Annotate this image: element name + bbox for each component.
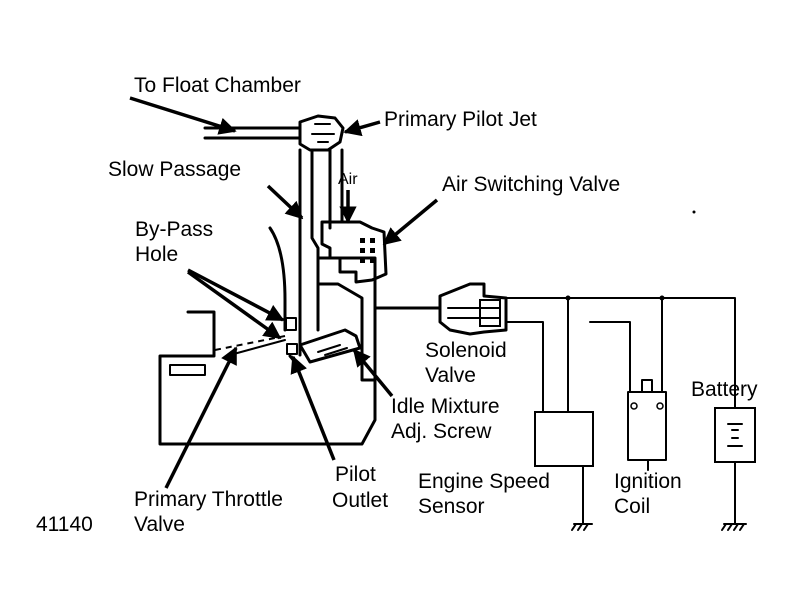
battery-cells xyxy=(727,423,743,447)
solenoid-valve-unit xyxy=(373,282,508,336)
main-wire xyxy=(505,297,736,409)
label-bypass-line2: Hole xyxy=(135,243,178,266)
label-engine-line2: Sensor xyxy=(418,495,485,518)
solenoid-plunger xyxy=(447,307,501,319)
wire-to-sensor xyxy=(505,321,544,413)
labels: To Float Chamber Primary Pilot Jet Slow … xyxy=(36,74,758,536)
air-switching-valve-body xyxy=(320,220,388,284)
fuel-line xyxy=(203,126,302,140)
label-bypass-line1: By-Pass xyxy=(135,218,213,241)
inner-outline xyxy=(169,339,286,376)
air-switching-valve-dots xyxy=(360,238,375,263)
label-throttle-line2: Valve xyxy=(134,513,185,536)
battery-unit xyxy=(692,210,756,531)
wire-to-coil xyxy=(589,321,631,393)
label-ignition-line2: Coil xyxy=(614,495,650,518)
ignition-coil xyxy=(627,379,667,471)
label-pilot-line2: Outlet xyxy=(332,489,388,512)
leader-arrows xyxy=(129,96,439,489)
arrow-float-chamber xyxy=(129,96,237,135)
idle-screw-thread xyxy=(317,344,348,356)
label-slow-passage: Slow Passage xyxy=(108,158,241,181)
ground-symbol xyxy=(571,523,593,531)
junction-dot xyxy=(659,295,665,301)
bypass-hole-port xyxy=(285,317,297,331)
engine-speed-sensor xyxy=(534,411,594,531)
coil-body xyxy=(627,391,667,461)
carburetor-outline xyxy=(158,310,377,446)
venturi-wall-right xyxy=(316,256,377,382)
arrow-throttle-valve xyxy=(164,346,238,489)
coil-top xyxy=(641,379,653,393)
label-idle-line2: Adj. Screw xyxy=(391,420,492,443)
arrow-bypass-2 xyxy=(186,270,282,340)
label-solenoid-line1: Solenoid xyxy=(425,339,507,362)
pilot-jet-detail xyxy=(311,123,335,143)
label-ignition-line1: Ignition xyxy=(614,470,682,493)
arrow-slow-passage xyxy=(266,184,304,220)
wiring xyxy=(505,295,736,413)
pilot-outlet-port xyxy=(286,343,298,355)
label-pilot-line1: Pilot xyxy=(335,463,376,486)
solenoid-body xyxy=(438,282,508,336)
arrow-pilot-jet xyxy=(343,119,381,137)
label-solenoid-line2: Valve xyxy=(425,364,476,387)
pilot-jet-housing xyxy=(298,114,345,152)
figure-number: 41140 xyxy=(36,513,93,536)
label-float-chamber: To Float Chamber xyxy=(134,74,301,97)
label-idle-line1: Idle Mixture xyxy=(391,395,500,418)
label-engine-line1: Engine Speed xyxy=(418,470,550,493)
slow-passage-channel xyxy=(298,148,320,357)
air-channel xyxy=(328,148,344,230)
label-battery: Battery xyxy=(691,378,758,401)
solenoid-coil xyxy=(479,299,501,327)
arrow-air-switching xyxy=(382,198,439,246)
junction-dot xyxy=(565,295,571,301)
label-throttle-line1: Primary Throttle xyxy=(134,488,283,511)
idle-mixture-screw xyxy=(298,328,362,364)
label-primary-pilot-jet: Primary Pilot Jet xyxy=(384,108,537,131)
venturi-wall-left xyxy=(268,226,287,332)
label-air-switching-valve: Air Switching Valve xyxy=(442,173,620,196)
arrow-bypass-1 xyxy=(187,268,285,322)
battery-case xyxy=(714,407,756,463)
arrow-idle-mixture xyxy=(352,348,394,398)
label-air: Air xyxy=(338,171,358,188)
stray-dot xyxy=(692,210,696,214)
arrow-pilot-outlet xyxy=(290,355,336,461)
battery-ground-symbol xyxy=(721,523,747,531)
carburetor-body xyxy=(158,114,388,446)
